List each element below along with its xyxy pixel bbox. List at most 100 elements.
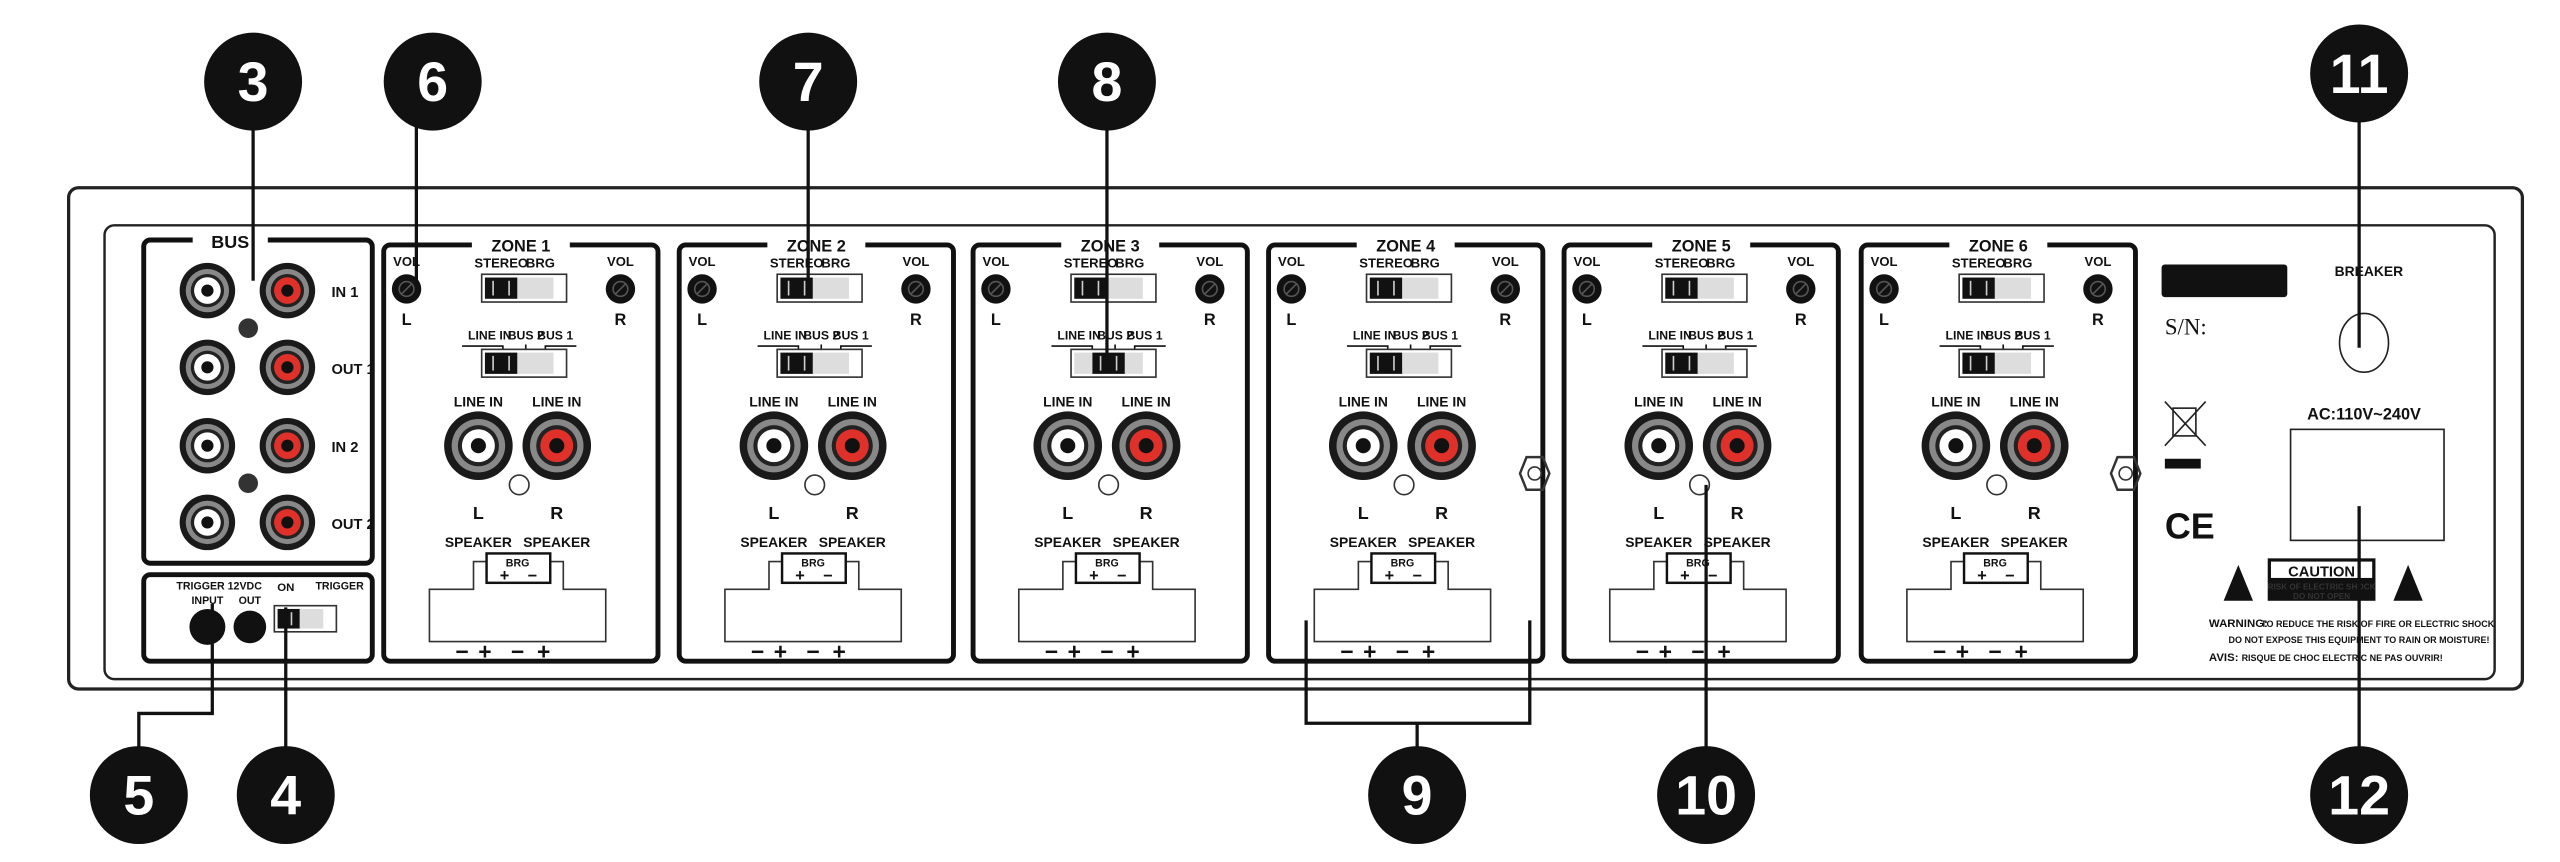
breaker-label: BREAKER: [2335, 263, 2404, 279]
callout-12: 12: [2310, 746, 2409, 845]
callout-badge: [2310, 746, 2409, 845]
stereo-brg-switch[interactable]: [1661, 273, 1748, 303]
bus-jack-right[interactable]: [259, 262, 316, 319]
bus-row-label: IN 1: [331, 285, 358, 301]
zone-title: ZONE 4: [1376, 237, 1435, 255]
line-in-left-jack[interactable]: [1624, 411, 1694, 480]
trigger-out-jack[interactable]: [233, 610, 267, 644]
volume-right-knob[interactable]: [605, 274, 636, 304]
source-line-in-label: LINE IN: [1946, 329, 1990, 343]
terminal-minus: −: [1988, 639, 2001, 665]
callout-10: 10: [1657, 746, 1756, 845]
vol-right-channel: R: [615, 311, 627, 329]
callout-badge: [759, 32, 858, 131]
speaker-terminal[interactable]: [1017, 560, 1196, 643]
callout-6: 6: [383, 32, 482, 131]
power-inlet[interactable]: [2289, 428, 2445, 542]
line-in-left-jack[interactable]: [444, 411, 513, 480]
line-in-left-jack[interactable]: [739, 411, 809, 480]
source-select-switch[interactable]: [1365, 348, 1453, 378]
line-in-right-jack[interactable]: [817, 411, 887, 480]
terminal-plus: +: [478, 639, 491, 665]
speaker-terminal[interactable]: [724, 560, 903, 643]
caution-subtitle: RISK OF ELECTRIC SHOCK: [2268, 582, 2376, 591]
line-in-right-jack[interactable]: [1111, 411, 1181, 480]
electric-shock-warning-icon: [2223, 564, 2254, 601]
bus-row-label: OUT 2: [331, 517, 374, 533]
brg-terminal-box: [780, 552, 847, 585]
speaker-right-channel: R: [1140, 503, 1153, 523]
terminal-minus: −: [1691, 639, 1704, 665]
speaker-right-channel: R: [550, 503, 563, 523]
bus-jack-left[interactable]: [179, 339, 236, 396]
volume-left-knob[interactable]: [687, 274, 717, 304]
line-in-left-jack[interactable]: [1328, 411, 1398, 480]
callout-badge: [1368, 746, 1467, 845]
line-in-right-jack[interactable]: [1702, 411, 1772, 480]
vol-right-label: VOL: [607, 254, 634, 269]
source-select-switch[interactable]: [1958, 348, 2045, 378]
callout-7: 7: [759, 32, 858, 131]
bus-jack-right[interactable]: [259, 339, 316, 396]
line-in-right-jack[interactable]: [522, 411, 592, 480]
stereo-brg-switch[interactable]: [1365, 273, 1453, 303]
source-line-in-label: LINE IN: [764, 329, 808, 343]
bus-jack-right[interactable]: [259, 417, 316, 474]
volume-left-knob[interactable]: [1572, 274, 1602, 304]
line-in-left-jack[interactable]: [1033, 411, 1103, 480]
warning-text: TO REDUCE THE RISK OF FIRE OR ELECTRIC S…: [2261, 619, 2495, 629]
trigger-mode-switch[interactable]: [273, 604, 338, 633]
model-label-plate: [2161, 264, 2288, 298]
source-select-switch[interactable]: [776, 348, 863, 378]
vol-left-label: VOL: [1574, 254, 1601, 269]
zone-title: ZONE 3: [1081, 237, 1140, 255]
stereo-brg-switch[interactable]: [480, 273, 568, 303]
volume-right-knob[interactable]: [1195, 274, 1225, 304]
bus-jack-left[interactable]: [179, 417, 236, 474]
knob-slot: [907, 280, 925, 298]
callout-8: 8: [1057, 32, 1156, 131]
switch-knob: [1962, 352, 1995, 374]
brg-minus: −: [1117, 567, 1127, 585]
stereo-brg-switch[interactable]: [1958, 273, 2045, 303]
stereo-brg-switch[interactable]: [776, 273, 863, 303]
speaker-terminal[interactable]: [1313, 560, 1492, 643]
line-in-left-label: LINE IN: [1634, 394, 1683, 410]
volume-right-knob[interactable]: [2083, 274, 2113, 304]
volume-left-knob[interactable]: [391, 274, 422, 304]
trigger-input-jack[interactable]: [189, 608, 226, 645]
speaker-left-label: SPEAKER: [740, 534, 807, 550]
volume-left-knob[interactable]: [1276, 274, 1307, 304]
source-select-switch[interactable]: [1661, 348, 1748, 378]
speaker-right-channel: R: [846, 503, 859, 523]
source-bus1-label: BUS 1: [537, 329, 573, 343]
terminal-minus: −: [1396, 639, 1409, 665]
bus-jack-right[interactable]: [259, 494, 316, 551]
volume-right-knob[interactable]: [1490, 274, 1520, 304]
source-select-switch[interactable]: [1070, 348, 1157, 378]
vol-left-channel: L: [1582, 311, 1592, 329]
speaker-terminal[interactable]: [1608, 560, 1787, 643]
serial-number-label: S/N:: [2165, 315, 2207, 340]
line-in-right-jack[interactable]: [1407, 411, 1476, 480]
vol-left-label: VOL: [1278, 254, 1305, 269]
switch-knob: [1074, 277, 1107, 299]
volume-right-knob[interactable]: [901, 274, 931, 304]
volume-left-knob[interactable]: [1869, 274, 1899, 304]
speaker-terminal[interactable]: [428, 560, 607, 643]
line-in-left-jack[interactable]: [1921, 411, 1991, 480]
speaker-terminal[interactable]: [1906, 560, 2085, 643]
volume-right-knob[interactable]: [1786, 274, 1816, 304]
brg-label: BRG: [821, 256, 850, 271]
breaker-button[interactable]: [2338, 312, 2390, 374]
stereo-brg-switch[interactable]: [1070, 273, 1157, 303]
line-in-right-jack[interactable]: [1999, 411, 2069, 480]
bus-jack-left[interactable]: [179, 262, 236, 319]
bus-row-label: IN 2: [331, 440, 358, 456]
source-line-in-label: LINE IN: [1353, 329, 1397, 343]
bus-jack-left[interactable]: [179, 494, 236, 551]
source-select-switch[interactable]: [480, 348, 568, 378]
volume-left-knob[interactable]: [981, 274, 1011, 304]
terminal-plus: +: [1068, 639, 1081, 665]
